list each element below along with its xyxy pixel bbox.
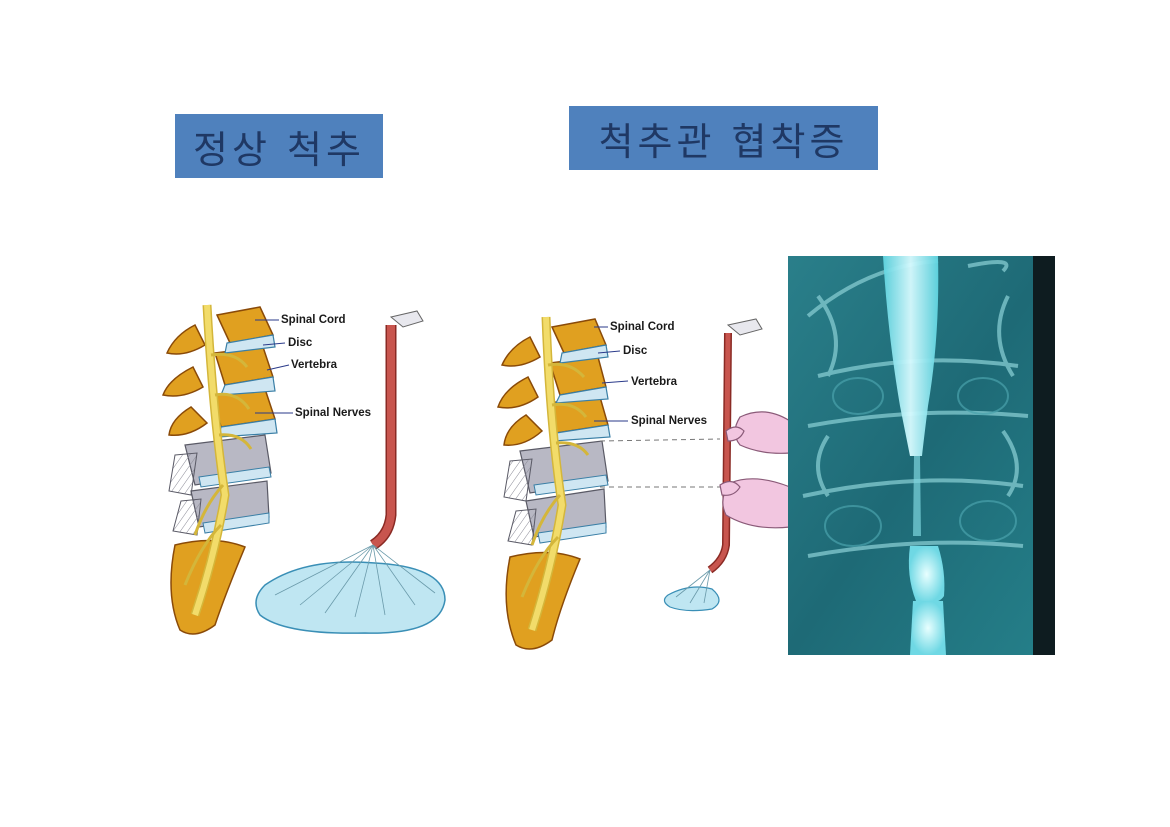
stenosis-spinal-cord — [520, 316, 590, 632]
stenosis-label-disc: Disc — [623, 345, 648, 357]
stenosis-lower-vertebrae — [503, 440, 609, 546]
title-stenosis-text: 척추관 협착증 — [598, 119, 849, 164]
stenosis-label-vertebra: Vertebra — [631, 376, 678, 388]
stenosis-water-trickle — [663, 569, 720, 612]
normal-label-vertebra: Vertebra — [291, 359, 338, 371]
stenosis-squeezing-hands — [719, 411, 790, 529]
title-spinal-stenosis: 척추관 협착증 — [569, 106, 878, 170]
stenosis-label-spinal-nerves: Spinal Nerves — [631, 415, 707, 427]
normal-label-disc: Disc — [288, 337, 313, 349]
stenosis-dashed-lines — [599, 438, 721, 488]
normal-label-spinal-nerves: Spinal Nerves — [295, 407, 371, 419]
stenosis-label-spinal-cord: Spinal Cord — [610, 321, 675, 333]
normal-water-spray — [255, 544, 446, 634]
normal-label-spinal-cord: Spinal Cord — [281, 314, 346, 326]
normal-garden-hose — [369, 310, 424, 550]
stenosis-label-leaders — [594, 326, 629, 422]
title-normal-text: 정상 척추 — [193, 127, 365, 172]
title-normal-spine: 정상 척추 — [175, 114, 383, 178]
stenosis-vertebrae-bone — [497, 318, 609, 446]
stenosis-discs — [553, 344, 611, 442]
stenosis-spine-illustration: Spinal Cord Disc Vertebra Spinal Nerves — [497, 316, 790, 650]
normal-label-leaders — [255, 319, 293, 414]
normal-vertebrae-bone — [161, 306, 276, 436]
normal-spinal-cord — [183, 304, 253, 617]
myelogram-xray-image — [788, 256, 1055, 655]
normal-spine-illustration: Spinal Cord Disc Vertebra Spinal Nerves — [161, 304, 446, 635]
stenosis-garden-hose — [707, 318, 763, 574]
